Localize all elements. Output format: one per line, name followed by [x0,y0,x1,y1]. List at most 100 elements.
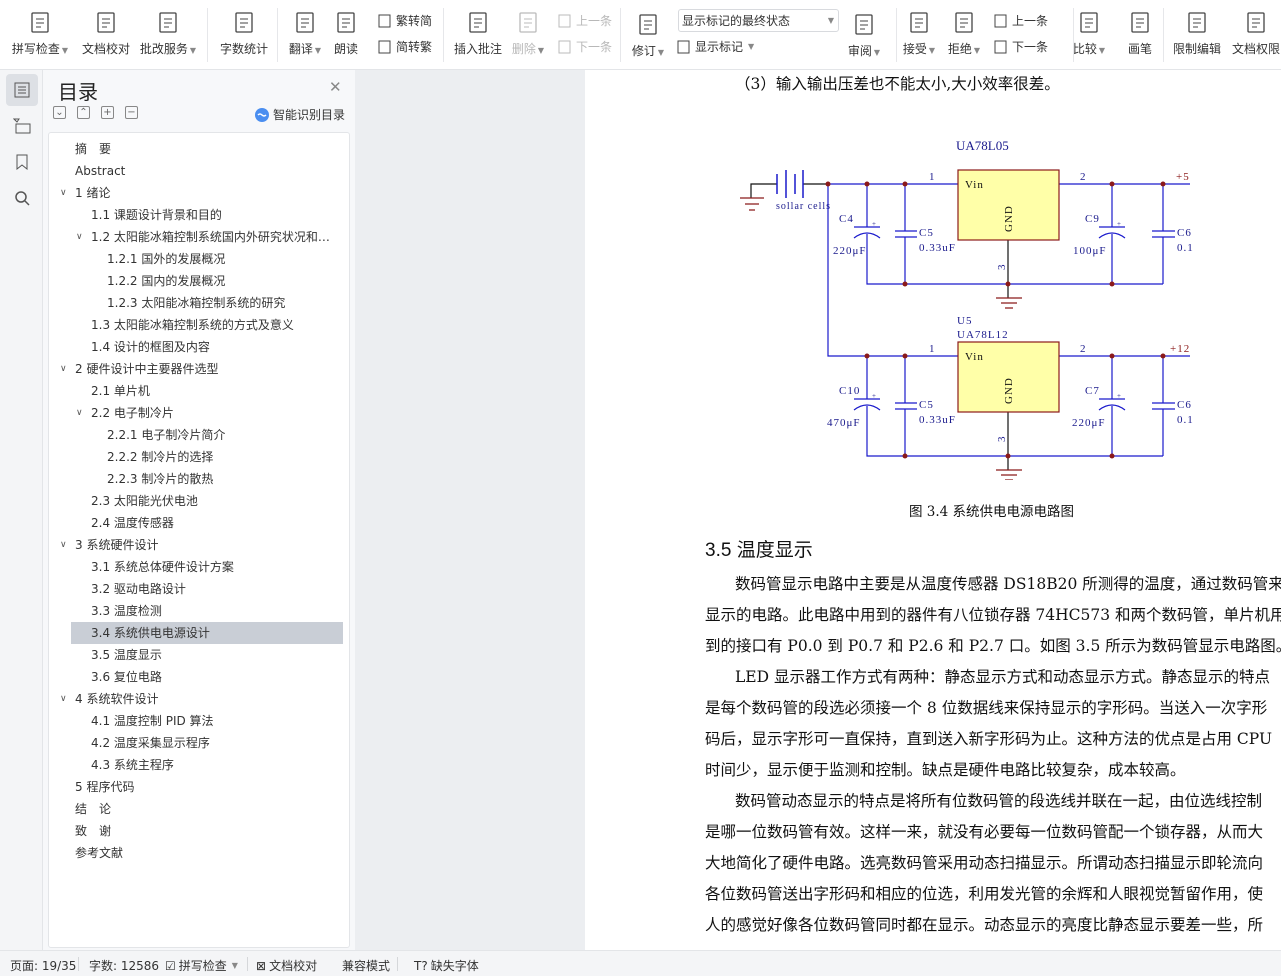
simp-to-trad-button[interactable]: 简转繁 [377,38,432,55]
correction-service-button[interactable]: 批改服务▼ [138,10,198,57]
toc-item[interactable]: ∨1.2 太阳能冰箱控制系统国内外研究状况和… [49,226,349,248]
c5b-value: 0.33uF [919,414,956,426]
delete-comment-button[interactable]: 删除▼ [498,10,558,57]
accept-button[interactable]: 接受▼ [889,10,949,57]
word-count[interactable]: 字数: 12586 [89,959,160,973]
toc-item[interactable]: 致 谢 [49,820,349,842]
show-markup-label: 显示标记 [695,40,744,54]
collapse-all-icon[interactable]: ⌄ [53,106,66,119]
doc-proofread-button[interactable]: 文档校对 [76,10,136,57]
toc-item[interactable]: 1.3 太阳能冰箱控制系统的方式及意义 [49,314,349,336]
toc-item[interactable]: 3.6 复位电路 [49,666,349,688]
plus-icon[interactable]: + [101,106,114,119]
toc-item[interactable]: 3.1 系统总体硬件设计方案 [49,556,349,578]
toc-item[interactable]: ∨3 系统硬件设计 [49,534,349,556]
toc-item[interactable]: 5 程序代码 [49,776,349,798]
accept-icon [906,10,932,36]
read-aloud-button[interactable]: 朗读 [316,10,376,57]
trad-to-simp-button[interactable]: 繁转简 [377,12,432,29]
expand-up-icon[interactable]: ⌃ [77,106,90,119]
insert-comment-button[interactable]: 插入批注 [448,10,508,57]
chevron-down-icon: ▼ [748,42,755,51]
pin1-label: 1 [929,343,936,355]
doc-permission-button[interactable]: 文档权限 [1226,10,1281,57]
toc-item[interactable]: 2.2.1 电子制冷片简介 [49,424,349,446]
toc-item[interactable]: 4.1 温度控制 PID 算法 [49,710,349,732]
toc-item[interactable]: 2.4 温度传感器 [49,512,349,534]
reject-icon [951,10,977,36]
toc-item[interactable]: 1.4 设计的框图及内容 [49,336,349,358]
chevron-down-icon[interactable]: ∨ [76,232,83,242]
prev-comment-button[interactable]: 上一条 [557,12,612,29]
navigation-rail-button[interactable] [6,110,38,142]
toc-item[interactable]: 1.2.3 太阳能冰箱控制系统的研究 [49,292,349,314]
status-proofread[interactable]: ⊠文档校对 [256,957,317,974]
chevron-down-icon[interactable]: ∨ [60,540,67,550]
chevron-down-icon[interactable]: ∨ [60,694,67,704]
smart-toc-label: 智能识别目录 [273,108,346,122]
toc-item[interactable]: ∨2 硬件设计中主要器件选型 [49,358,349,380]
toc-rail-button[interactable] [6,74,38,106]
toc-item[interactable]: 1.2.2 国内的发展概况 [49,270,349,292]
chevron-down-icon[interactable]: ∨ [60,188,67,198]
translate-icon [292,10,318,36]
track-changes-button[interactable]: 修订▼ [618,12,678,59]
toc-item[interactable]: 1.2.1 国外的发展概况 [49,248,349,270]
next-change-button[interactable]: 下一条 [993,38,1048,55]
toc-item[interactable]: 3.4 系统供电电源设计 [71,622,343,644]
toc-item[interactable]: 结 论 [49,798,349,820]
chevron-down-icon[interactable]: ∨ [76,408,83,418]
toc-item[interactable]: ∨4 系统软件设计 [49,688,349,710]
compare-button[interactable]: 比较▼ [1059,10,1119,57]
toc-item[interactable]: 参考文献 [49,842,349,864]
toc-item[interactable]: 3.5 温度显示 [49,644,349,666]
show-markup-button[interactable]: 显示标记 ▼ [676,38,754,55]
toc-item[interactable]: ∨2.2 电子制冷片 [49,402,349,424]
toc-item[interactable]: 1.1 课题设计背景和目的 [49,204,349,226]
toc-item[interactable]: 2.3 太阳能光伏电池 [49,490,349,512]
review-pane-button[interactable]: 审阅▼ [834,12,894,59]
close-icon[interactable]: ✕ [329,78,342,96]
page-indicator[interactable]: 页面: 19/35 [10,959,77,973]
toc-item[interactable]: 摘 要 [49,138,349,160]
pen-button[interactable]: 画笔 [1110,10,1170,57]
doc-proofread-label: 文档校对 [81,42,130,56]
next-comment-button[interactable]: 下一条 [557,38,612,55]
restrict-edit-button[interactable]: 限制编辑 [1167,10,1227,57]
toc-item[interactable]: 3.2 驱动电路设计 [49,578,349,600]
markup-state-dropdown[interactable]: 显示标记的最终状态▼ [678,9,839,32]
minus-icon[interactable]: − [125,106,138,119]
status-spell-check[interactable]: ☑拼写检查▼ [165,957,238,974]
prev-change-button[interactable]: 上一条 [993,12,1048,29]
search-rail-button[interactable] [6,182,38,214]
toc-item[interactable]: 3.3 温度检测 [49,600,349,622]
figure-caption: 图 3.4 系统供电电源电路图 [909,504,1075,520]
toc-item[interactable]: Abstract [49,160,349,182]
polarity-mark: + [872,220,877,228]
toc-item[interactable]: 4.3 系统主程序 [49,754,349,776]
reject-button[interactable]: 拒绝▼ [934,10,994,57]
chevron-down-icon: ▼ [61,46,69,55]
chevron-down-icon[interactable]: ∨ [60,364,67,374]
battery-label: sollar cells [776,201,831,212]
smart-toc-button[interactable]: 智能识别目录 [255,106,345,123]
toc-item-label: 3.5 温度显示 [91,648,162,662]
vin-label: Vin [965,179,984,191]
spell-check-button[interactable]: 拼写检查▼ [10,10,70,57]
translate-button[interactable]: 翻译▼ [275,10,335,57]
toc-item[interactable]: ∨1 绪论 [49,182,349,204]
toc-item[interactable]: 2.1 单片机 [49,380,349,402]
word-count-label: 字数统计 [219,42,268,56]
toc-item[interactable]: 2.2.2 制冷片的选择 [49,446,349,468]
document-page[interactable]: （3）输入输出压差也不能太小,大小效率很差。 UA78L05 sollar ce… [585,70,1281,950]
toc-item[interactable]: 4.2 温度采集显示程序 [49,732,349,754]
word-count-button[interactable]: 字数统计 [214,10,274,57]
track-changes-label: 修订 [631,44,656,58]
bookmark-rail-button[interactable] [6,146,38,178]
missing-font[interactable]: T?缺失字体 [414,957,479,974]
compat-mode[interactable]: 兼容模式 [342,959,391,973]
toc-item-label: 1.1 课题设计背景和目的 [91,208,222,222]
chevron-down-icon: ▼ [1098,46,1106,55]
toc-item-label: 2.2.3 制冷片的散热 [107,472,214,486]
toc-item[interactable]: 2.2.3 制冷片的散热 [49,468,349,490]
